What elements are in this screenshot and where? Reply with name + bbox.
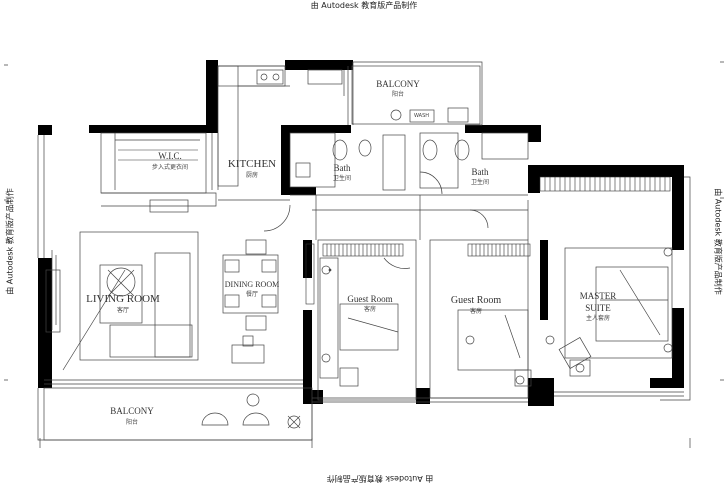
watermark-top: 由 Autodesk 教育版产品制作: [310, 1, 418, 10]
fixtures: [256, 69, 673, 385]
room-sub-bath-1: 卫生间: [333, 174, 351, 182]
room-label-guest-2: Guest Room: [451, 295, 502, 306]
room-label-bath-1: Bath: [334, 163, 351, 173]
room-label-bath-2: Bath: [472, 167, 489, 177]
room-label-suite: SUITE: [585, 303, 611, 313]
room-label-balcony-bottom: BALCONY: [110, 406, 154, 416]
thin-lines: [4, 61, 724, 448]
room-sub-bath-2: 卫生间: [471, 178, 489, 186]
room-label-master: MASTER: [580, 291, 617, 301]
room-sub-guest-2: 客房: [470, 307, 482, 315]
room-sub-master: 主人套房: [586, 314, 610, 322]
room-sub-balcony-top: 阳台: [392, 90, 404, 98]
room-label-kitchen: KITCHEN: [228, 158, 276, 170]
room-label-guest-1: Guest Room: [347, 294, 392, 304]
room-label-wic: W.I.C.: [158, 151, 181, 161]
room-sub-dining: 餐厅: [246, 290, 258, 298]
room-sub-balcony-bottom: 阳台: [126, 418, 138, 426]
walls: [38, 60, 684, 406]
room-sub-guest-1: 客房: [364, 305, 376, 313]
room-label-living: LIVING ROOM: [86, 293, 160, 305]
room-label-balcony-top: BALCONY: [376, 79, 420, 89]
room-sub-living: 客厅: [117, 306, 129, 314]
washer-label: WASH: [414, 113, 429, 119]
room-sub-kitchen: 厨房: [246, 171, 258, 179]
room-label-dining: DINING ROOM: [225, 280, 279, 289]
room-sub-wic: 步入式更衣间: [152, 163, 188, 171]
closet-hatching: [118, 149, 671, 305]
